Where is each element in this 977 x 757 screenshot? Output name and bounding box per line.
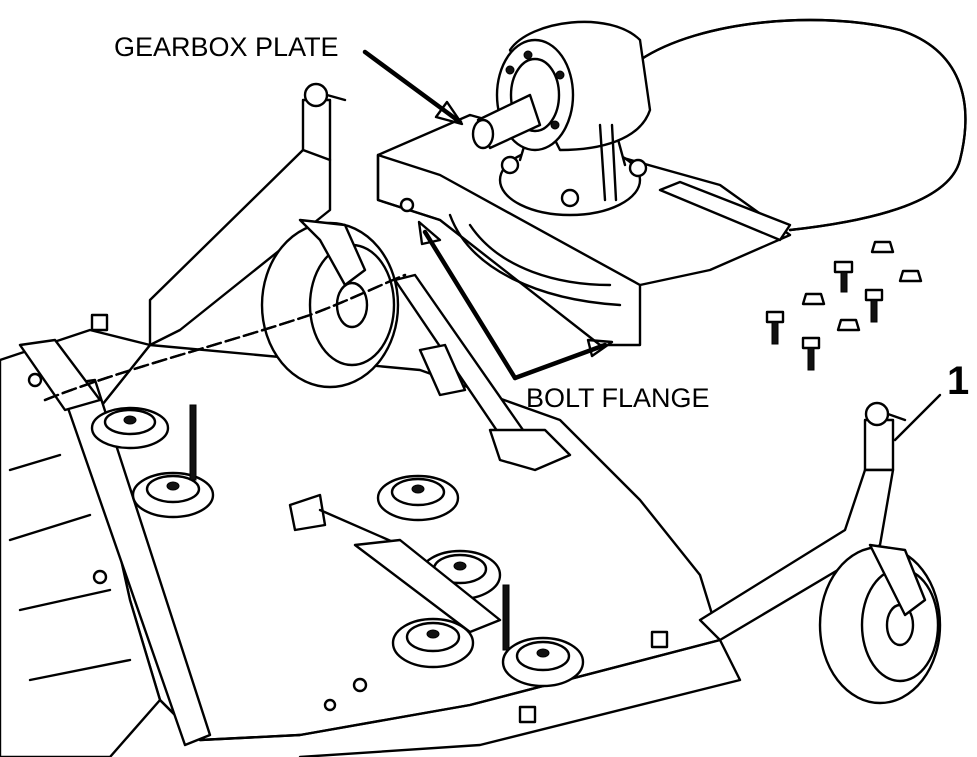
item-number-label: 1	[947, 359, 970, 403]
pulleys	[90, 404, 585, 688]
gearbox-mounting-plate	[376, 18, 967, 347]
pulley	[131, 471, 215, 519]
drive-chain	[43, 273, 407, 402]
gearbox	[471, 20, 652, 217]
caster-wheel-right	[818, 543, 942, 705]
deck-bolts	[90, 313, 669, 724]
bolt-flange-label: BOLT FLANGE	[526, 383, 710, 413]
pulley	[376, 474, 460, 522]
leader-lines	[362, 49, 942, 442]
support-arm	[393, 273, 572, 472]
pulley	[90, 406, 170, 450]
idler-bracket	[288, 493, 502, 634]
pulley	[391, 617, 475, 669]
hitch-frame	[18, 82, 907, 747]
loose-bolts	[765, 240, 923, 371]
gearbox-plate-arrowhead	[434, 100, 464, 126]
item-one-leader	[893, 393, 942, 442]
bolt-flange-arrowhead-right	[586, 338, 614, 358]
bolt-flange-leader-left	[422, 229, 518, 381]
bolt-flange-arrowhead-left	[417, 220, 442, 246]
caster-wheel-left	[260, 218, 400, 389]
gearbox-plate-leader	[362, 49, 463, 125]
pulley	[501, 636, 585, 688]
gearbox-plate-label: GEARBOX PLATE	[114, 32, 339, 62]
